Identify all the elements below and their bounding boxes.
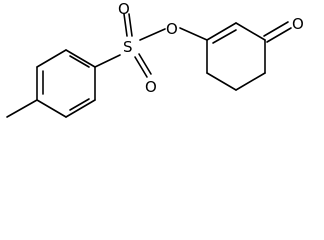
bond-cyclo-5 — [206, 72, 237, 91]
bond-methyl — [6, 99, 38, 118]
bond-benzene-double-2 — [69, 55, 90, 68]
bond-s-o-bottom-b — [138, 53, 152, 75]
bond-ketone-b — [266, 27, 292, 43]
bond-o-ring — [179, 27, 208, 41]
bond-benzene-2 — [36, 49, 67, 68]
chemical-structure-diagram: S O O O O — [6, 0, 304, 118]
bond-benzene-6 — [36, 99, 67, 118]
bond-benzene-5 — [65, 99, 96, 118]
atom-oxygen-ester-label: O — [166, 20, 178, 38]
bond-cyclo-1 — [206, 22, 237, 41]
bond-cyclo-4 — [235, 72, 266, 91]
bond-s-o-top-a — [123, 13, 128, 37]
atom-oxygen-ketone-label: O — [292, 15, 304, 33]
bond-ketone-a — [263, 21, 289, 37]
bond-benzene-double-3 — [69, 98, 90, 111]
atom-oxygen-top-label: O — [118, 0, 130, 18]
bond-s-o-ester — [139, 28, 166, 41]
bond-cyclo-double — [212, 29, 237, 44]
bond-ring-sulfur — [94, 54, 121, 68]
bond-cyclo-2 — [235, 22, 266, 41]
structure-canvas: S O O O O — [6, 0, 304, 118]
atom-oxygen-bottom-label: O — [145, 78, 157, 96]
bond-benzene-3 — [65, 49, 96, 68]
bond-s-o-top-b — [128, 13, 133, 37]
atom-sulfur-label: S — [123, 38, 133, 56]
bond-s-o-bottom-a — [134, 56, 148, 78]
